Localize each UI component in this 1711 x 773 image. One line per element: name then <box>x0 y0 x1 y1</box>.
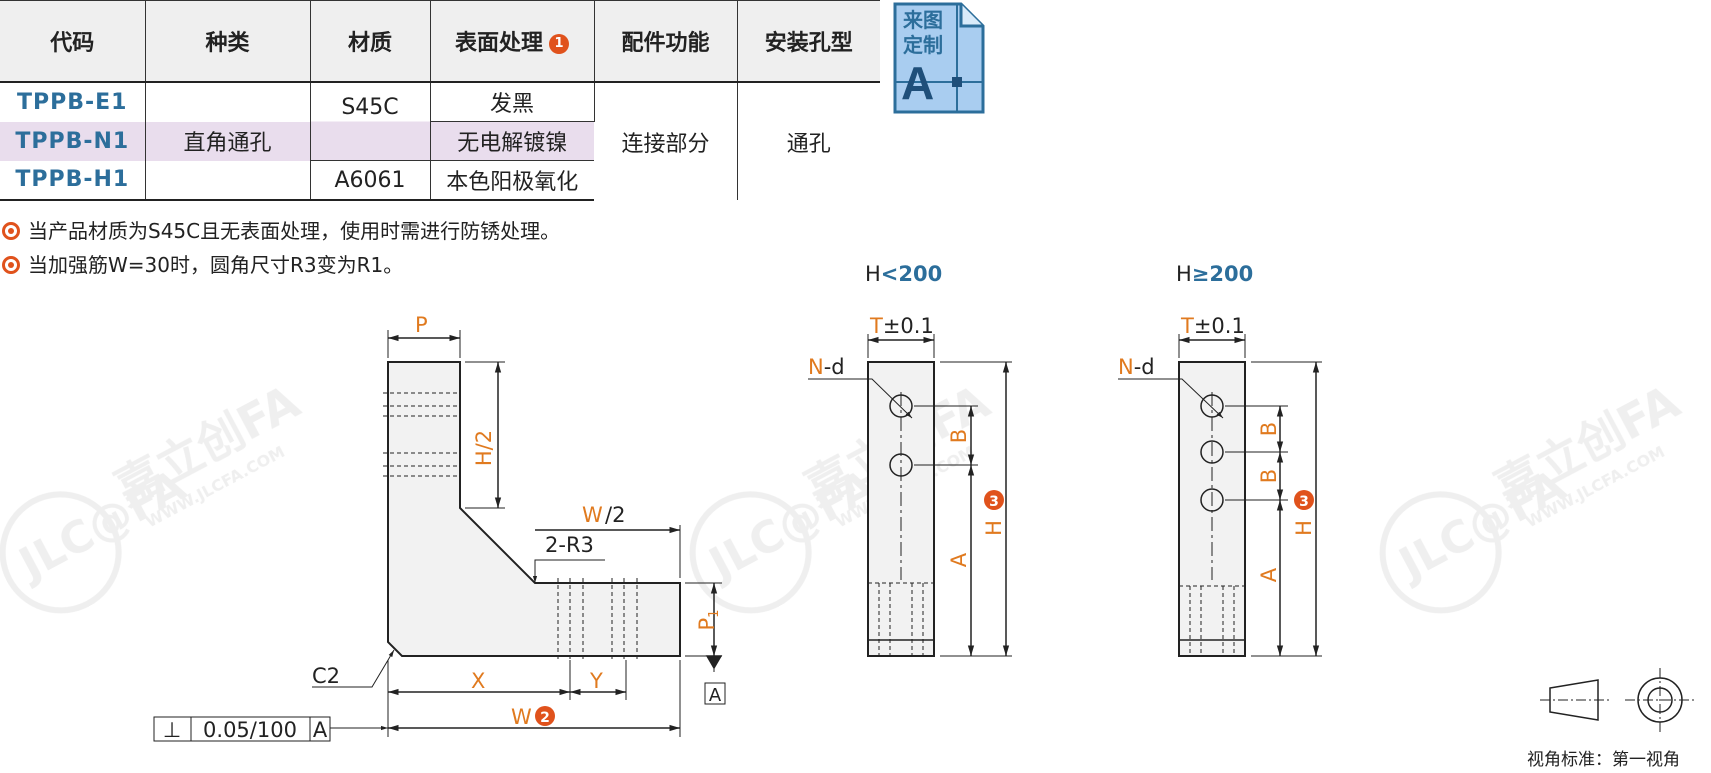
header-function: 配件功能 <box>594 0 738 83</box>
surface-cell: 发黑 <box>430 82 595 122</box>
function-cell: 连接部分 <box>594 82 738 200</box>
spec-table: 代码 种类 材质 表面处理 1 配件功能 安装孔型 TPPB-E1 S45C 发黑… <box>0 0 880 201</box>
material-cell: A6061 <box>310 160 431 201</box>
custom-icon-label-line1: 来图 <box>903 8 943 32</box>
code-cell: TPPB-N1 <box>0 121 146 161</box>
bullet-icon <box>2 222 20 240</box>
custom-drawing-icon[interactable]: 来图 定制 A <box>893 2 985 114</box>
title-value: <200 <box>881 262 942 286</box>
dim-p1-sub: 1 <box>707 610 722 618</box>
bullet-icon <box>2 256 20 274</box>
header-code: 代码 <box>0 0 146 83</box>
badge-2: 2 <box>540 710 550 726</box>
dim-d: -d <box>824 355 845 379</box>
dim-t: T±0.1 <box>1180 314 1245 338</box>
badge-2-icon <box>535 706 555 726</box>
dim-b: B <box>947 429 971 443</box>
perpendicularity-symbol: ⊥ <box>163 718 181 742</box>
tolerance-value: 0.05/100 <box>203 718 297 742</box>
material-cell: S45C <box>310 82 431 161</box>
code-cell: TPPB-E1 <box>0 82 146 122</box>
dim-n: N <box>1118 355 1134 379</box>
dim-t: T±0.1 <box>869 314 934 338</box>
title-h-large: H≥200 <box>1176 262 1253 286</box>
table-row: TPPB-N1 直角通孔 无电解镀镍 <box>0 121 880 161</box>
surface-cell: 无电解镀镍 <box>430 121 594 161</box>
dim-t-letter: T <box>1180 314 1194 338</box>
dim-n-d: N-d <box>1118 355 1155 379</box>
dim-p1-letter: P <box>695 618 719 631</box>
side-view-small-labels: H<200 T±0.1 N-d B A H 3 <box>808 262 1006 567</box>
view-standard-label: 视角标准：第一视角 <box>1527 750 1680 770</box>
dim-a: A <box>1257 567 1281 582</box>
side-view-large-labels: H≥200 T±0.1 N-d B B A H 3 <box>1118 262 1316 582</box>
header-hole-type: 安装孔型 <box>737 0 880 83</box>
dim-w-half: /2 <box>605 503 625 527</box>
table-row: TPPB-H1 A6061 本色阳极氧化 <box>0 160 880 201</box>
dim-a: A <box>947 552 971 567</box>
hidden-holes-vertical <box>383 392 460 477</box>
side-view-small <box>808 334 1012 657</box>
title-h-small: H<200 <box>865 262 942 286</box>
surface-cell: 本色阳极氧化 <box>430 160 594 201</box>
main-view-labels: P H/2 W /2 2-R3 P1 C2 X Y W 2 A ⊥ 0.05/1… <box>163 313 722 742</box>
header-material: 材质 <box>310 0 431 83</box>
material-value: S45C <box>341 95 399 120</box>
dim-p1: P1 <box>695 610 722 631</box>
dim-h: H <box>1292 520 1316 536</box>
type-cell-empty <box>145 160 311 201</box>
dim-w-half-letter: W <box>582 503 603 527</box>
badge-3-icon <box>1294 490 1314 510</box>
datum-label: A <box>709 685 722 706</box>
badge-3: 3 <box>989 494 999 510</box>
note-text: 当产品材质为S45C且无表面处理，使用时需进行防锈处理。 <box>28 219 561 243</box>
custom-icon-label: 来图 定制 <box>903 8 943 58</box>
main-view <box>153 330 726 742</box>
tolerance-datum: A <box>313 718 328 742</box>
header-type: 种类 <box>145 0 311 83</box>
dim-n-d: N-d <box>808 355 845 379</box>
dim-d: -d <box>1134 355 1155 379</box>
note-item: 当产品材质为S45C且无表面处理，使用时需进行防锈处理。 <box>2 214 560 248</box>
dim-t-tol: ±0.1 <box>883 314 934 338</box>
document-icon <box>893 2 985 114</box>
table-header-row: 代码 种类 材质 表面处理 1 配件功能 安装孔型 <box>0 0 880 83</box>
type-cell-empty <box>145 82 311 122</box>
note-badge-1: 1 <box>549 34 569 54</box>
dim-h: H <box>982 520 1006 536</box>
header-surface-label: 表面处理 <box>454 31 543 56</box>
notes: 当产品材质为S45C且无表面处理，使用时需进行防锈处理。 当加强筋W=30时，圆… <box>2 214 560 282</box>
dim-b2: B <box>1257 469 1281 483</box>
dim-p: P <box>415 313 428 337</box>
bracket-outline <box>387 361 681 657</box>
dim-y: Y <box>589 669 603 693</box>
dim-t-tol: ±0.1 <box>1194 314 1245 338</box>
dim-b1: B <box>1257 422 1281 436</box>
side-view-large <box>1118 334 1322 657</box>
projection-symbol-icon <box>1540 668 1697 732</box>
table-row: TPPB-E1 S45C 发黑 连接部分 通孔 <box>0 82 880 200</box>
dim-n: N <box>808 355 824 379</box>
note-item: 当加强筋W=30时，圆角尺寸R3变为R1。 <box>2 248 560 282</box>
dim-x: X <box>471 669 485 693</box>
dim-t-letter: T <box>869 314 883 338</box>
note-text: 当加强筋W=30时，圆角尺寸R3变为R1。 <box>28 253 404 277</box>
title-prefix: H <box>865 262 881 286</box>
badge-3: 3 <box>1299 494 1309 510</box>
type-cell: 直角通孔 <box>145 121 311 161</box>
code-cell: TPPB-H1 <box>0 160 146 201</box>
watermark: JLC@FA 嘉立创FA WWW.JLCFA.COM JLC@FA 嘉立创FA … <box>0 374 1688 614</box>
title-prefix: H <box>1176 262 1192 286</box>
header-surface: 表面处理 1 <box>430 0 595 83</box>
dim-chamfer: C2 <box>312 664 340 688</box>
dim-w: W <box>511 705 532 729</box>
dim-h-half: H/2 <box>472 430 496 466</box>
hole-type-cell: 通孔 <box>786 131 831 157</box>
badge-3-icon <box>984 490 1004 510</box>
title-value: ≥200 <box>1192 262 1253 286</box>
custom-icon-label-line2: 定制 <box>903 33 943 57</box>
custom-icon-letter: A <box>901 57 935 109</box>
dim-radius: 2-R3 <box>545 533 594 557</box>
